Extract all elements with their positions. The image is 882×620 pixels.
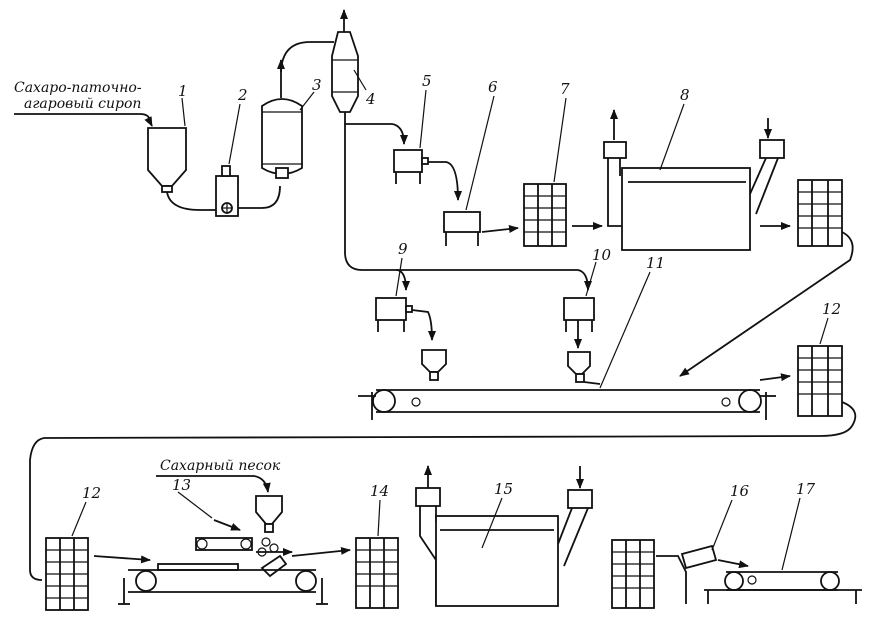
hopper-1: 1	[147, 82, 188, 193]
label-6: 6	[488, 78, 498, 96]
drying-chamber-8: 8	[603, 86, 785, 251]
label-2: 2	[237, 86, 248, 104]
hopper-10	[567, 351, 601, 385]
conveyor-13	[118, 563, 328, 605]
depositor-6: 6	[443, 78, 498, 246]
label-14: 14	[370, 482, 389, 500]
label-12-bottom: 12	[82, 484, 101, 502]
label-5: 5	[422, 72, 432, 90]
arrow-12-13	[93, 555, 151, 564]
pipe-3-4	[280, 41, 334, 73]
sugar-feed-arrow	[156, 475, 271, 493]
sugar-caption-text: Сахарный песок	[160, 458, 281, 474]
label-13: 13	[172, 476, 191, 494]
arrow-13-14	[291, 546, 351, 557]
vacuum-apparatus-4: 4	[331, 9, 376, 113]
conveyor-17: 17	[704, 480, 862, 604]
mixer-5: 5	[393, 72, 432, 184]
pipe-1-2	[166, 191, 216, 211]
label-1: 1	[178, 82, 188, 100]
syrup-inlet-arrow	[14, 113, 153, 127]
syrup-caption-line2: агаровый сироп	[24, 96, 141, 112]
syrup-caption: Сахаро-паточно- агаровый сироп	[14, 80, 153, 127]
label-16: 16	[730, 482, 750, 500]
label-11: 11	[646, 254, 665, 272]
label-12-top: 12	[822, 300, 841, 318]
pipe-5-6	[428, 161, 462, 201]
tray-stack-7: 7	[523, 80, 570, 247]
tray-stack-12a: 12	[797, 300, 843, 417]
tray-stack-14: 14	[355, 482, 399, 609]
label-9: 9	[398, 240, 408, 258]
tray-stack-final	[611, 539, 655, 609]
column-3: 3	[261, 59, 322, 179]
tray-stack-12b: 12	[45, 484, 101, 611]
pipe-2-3	[238, 185, 281, 209]
label-4: 4	[365, 90, 376, 108]
depositor-10: 10	[563, 246, 612, 332]
pipe-4-10	[344, 124, 592, 291]
pipe-9-hopper	[411, 309, 436, 341]
return-line-lower	[29, 401, 857, 581]
drying-chamber-15: 15	[415, 465, 593, 607]
hopper-9	[421, 349, 447, 381]
pipe-4-5	[344, 112, 408, 145]
sanding-machine-13: 13	[172, 476, 293, 578]
depositor-9: 9	[375, 240, 413, 332]
conveyor-11: 11	[358, 254, 776, 420]
device-16: 16	[656, 482, 750, 604]
arrow-11-12	[759, 373, 791, 382]
sugar-caption: Сахарный песок	[156, 458, 281, 493]
arrow-6-7	[481, 225, 519, 233]
label-3: 3	[312, 76, 322, 94]
label-15: 15	[494, 480, 513, 498]
syrup-caption-line1: Сахаро-паточно-	[14, 80, 142, 96]
pipe-4-9	[395, 269, 410, 291]
label-8: 8	[680, 86, 690, 104]
label-17: 17	[796, 480, 816, 498]
tray-stack-dried	[797, 179, 843, 247]
pump-2: 2	[215, 86, 248, 217]
label-7: 7	[560, 80, 570, 98]
label-10: 10	[592, 246, 612, 264]
return-line-to-conveyor	[679, 231, 854, 377]
